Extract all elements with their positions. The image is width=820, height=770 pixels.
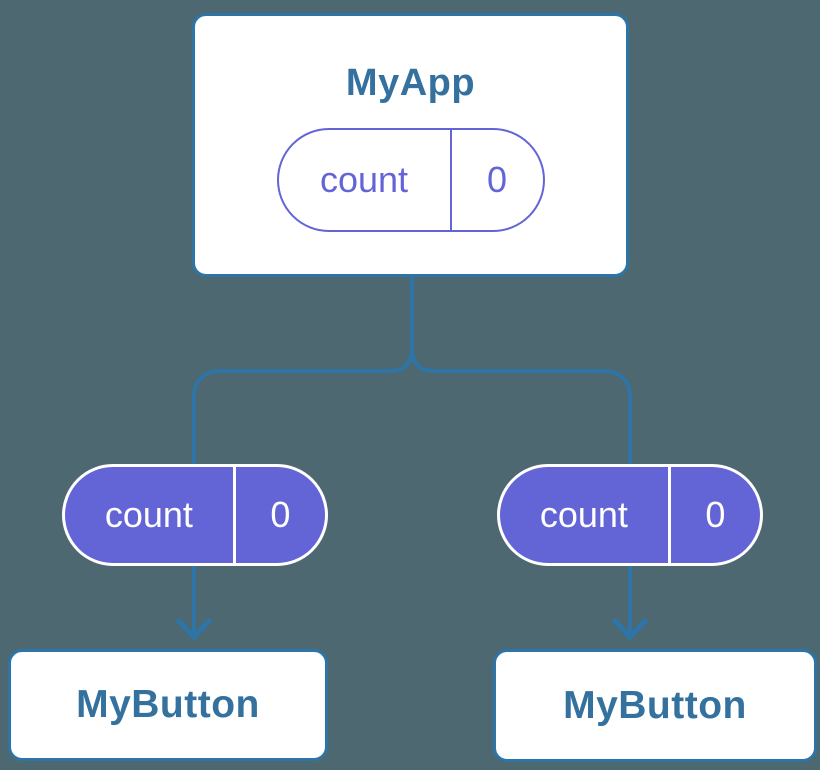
arrow-down-icon: [176, 618, 212, 640]
state-pill-name: count: [319, 159, 409, 200]
prop-pill-value: 0: [232, 467, 325, 563]
state-pill-value: 0: [449, 130, 543, 230]
child-component-card-left: MyButton: [8, 649, 328, 761]
prop-pill-name: count: [104, 494, 193, 535]
prop-pill-right: count 0: [497, 464, 763, 566]
fork-right-line: [410, 347, 632, 467]
prop-pill-value: 0: [667, 467, 760, 563]
parent-component-title: MyApp: [345, 62, 476, 104]
parent-component-card: MyApp count 0: [192, 13, 629, 277]
prop-pill-name: count: [539, 494, 628, 535]
arrow-down-icon: [612, 618, 648, 640]
child-component-title: MyButton: [563, 683, 747, 727]
child-component-title: MyButton: [76, 683, 260, 726]
fork-left-line: [192, 347, 414, 467]
prop-pill-left: count 0: [62, 464, 328, 566]
child-component-card-right: MyButton: [493, 649, 817, 762]
state-pill: count 0: [276, 128, 545, 232]
